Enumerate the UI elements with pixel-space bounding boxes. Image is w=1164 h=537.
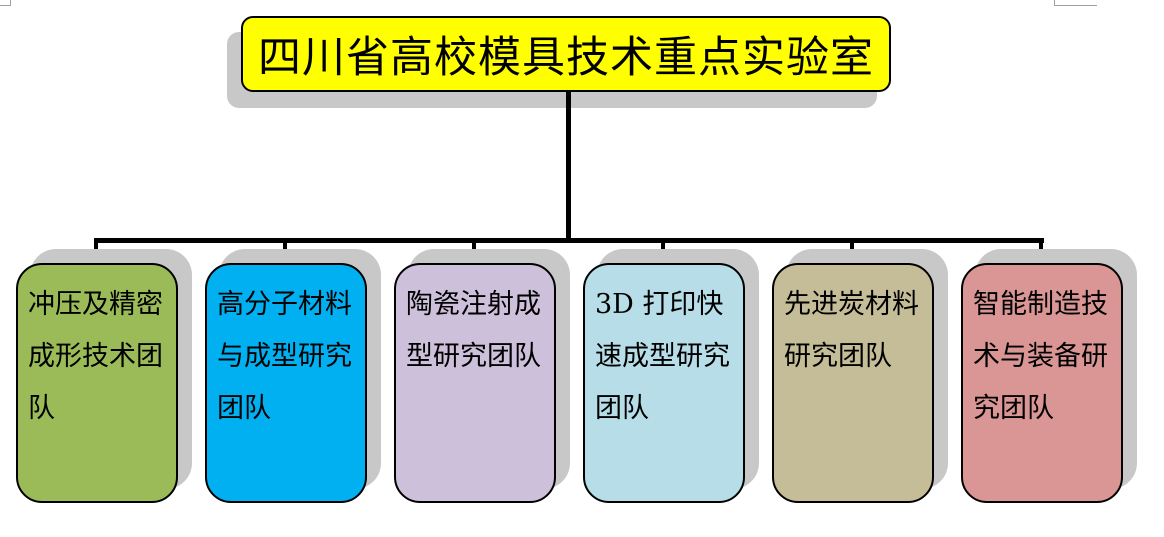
team-box-stamping: 冲压及精密成形技术团队 — [16, 263, 178, 503]
team-box-polymer: 高分子材料与成型研究团队 — [205, 263, 367, 503]
org-chart-root-title: 四川省高校模具技术重点实验室 — [241, 16, 891, 92]
team-box-3d-printing: 3D 打印快速成型研究团队 — [583, 263, 745, 503]
page-corner-mark-right — [1054, 0, 1097, 6]
page-corner-mark-left — [0, 0, 11, 6]
team-box-carbon: 先进炭材料研究团队 — [772, 263, 934, 503]
horizontal-connector — [94, 238, 1044, 243]
trunk-connector — [566, 92, 571, 242]
team-box-ceramic: 陶瓷注射成型研究团队 — [394, 263, 556, 503]
team-box-intelligent-manufacturing: 智能制造技术与装备研究团队 — [961, 263, 1123, 503]
